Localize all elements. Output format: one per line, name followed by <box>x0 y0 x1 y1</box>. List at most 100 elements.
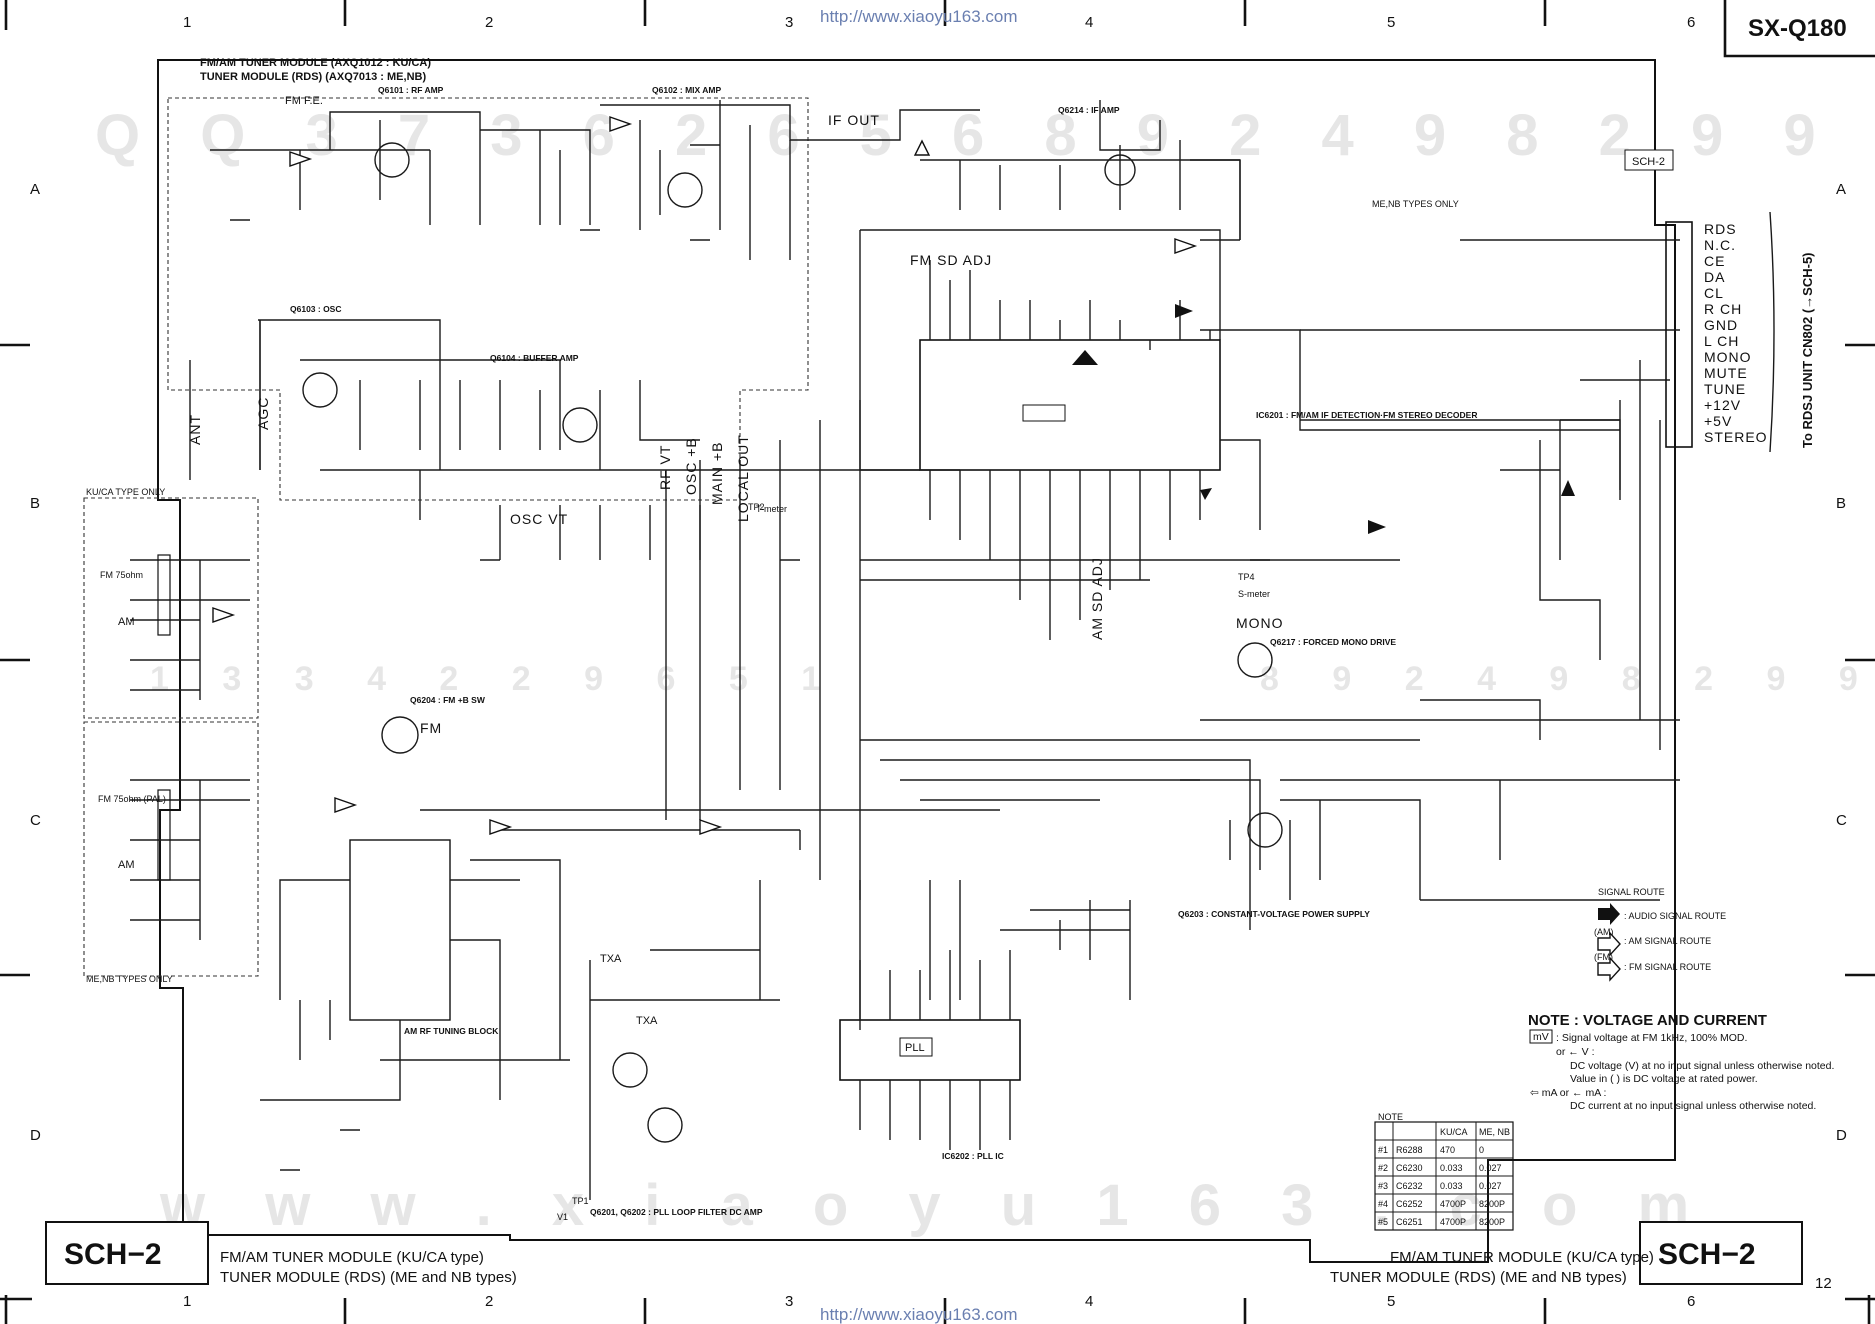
footer-sch-box-left <box>45 1221 209 1285</box>
footer-sch-box-right <box>1639 1221 1803 1285</box>
am-input-bottom: AM <box>118 859 135 871</box>
antenna-terminal-2 <box>157 789 171 881</box>
note-voltage-line1: : Signal voltage at FM 1kHz, 100% MOD. <box>1556 1032 1747 1044</box>
note-row3-id: #3 <box>1378 1181 1388 1191</box>
note-voltage-line5: ⇦ mA or ← mA : <box>1530 1087 1606 1099</box>
note-row4-id: #4 <box>1378 1199 1388 1209</box>
label-q6102: Q6102 : MIX AMP <box>652 85 721 95</box>
source-url-top[interactable]: http://www.xiaoyu163.com <box>820 7 1017 26</box>
fm-75ohm: FM 75ohm <box>100 570 143 580</box>
note-table: NOTE KU/CA ME, NB #1 R6288 470 0 #2 C623… <box>1374 1112 1514 1231</box>
fm-switch-label: FM <box>420 720 442 736</box>
col-3-top: 3 <box>785 14 793 31</box>
label-q6104: Q6104 : BUFFER AMP <box>490 353 579 363</box>
route-arrows <box>212 116 1575 835</box>
row-d-right: D <box>1836 1127 1847 1144</box>
label-q6217: Q6217 : FORCED MONO DRIVE <box>1270 637 1396 647</box>
label-q6204: Q6204 : FM +B SW <box>410 695 486 705</box>
row-a-right: A <box>1836 181 1846 198</box>
label-ic6202: IC6202 : PLL IC <box>942 1151 1004 1161</box>
svg-text:8 9 2 4 9 8 2 9 9: 8 9 2 4 9 8 2 9 9 <box>1260 660 1875 698</box>
bus-ant: ANT <box>187 414 203 445</box>
note-row2-part: C6230 <box>1396 1163 1423 1173</box>
tp2-label: TP2 <box>748 502 765 512</box>
module-title-line2: TUNER MODULE (RDS) (AXQ7013 : ME,NB) <box>200 71 426 83</box>
txa-label-top: TXA <box>600 953 622 965</box>
transistor-symbols <box>302 142 1283 1143</box>
col-5-bottom: 5 <box>1387 1293 1395 1310</box>
fm-route-arrow <box>1597 956 1621 982</box>
mv-tag: mV <box>1533 1031 1549 1043</box>
note-voltage-line2: or ← V : <box>1556 1046 1595 1058</box>
note-voltage-line3: DC voltage (V) at no input signal unless… <box>1570 1060 1834 1072</box>
model-tab <box>1723 0 1875 58</box>
footer-left-line2: TUNER MODULE (RDS) (ME and NB types) <box>220 1269 517 1286</box>
bus-osc-vt: OSC VT <box>510 511 568 527</box>
note-head-kuca: KU/CA <box>1440 1127 1468 1137</box>
fm-route-tag: (FM) <box>1594 952 1613 962</box>
row-c-left: C <box>30 812 41 829</box>
pin-mute: MUTE <box>1704 365 1748 381</box>
am-route-arrow <box>1597 931 1621 957</box>
label-q6103: Q6103 : OSC <box>290 304 342 314</box>
label-q6101: Q6101 : RF AMP <box>378 85 444 95</box>
pin-stereo: STEREO <box>1704 429 1768 445</box>
note-voltage-line6: DC current at no input signal unless oth… <box>1570 1100 1816 1112</box>
pll-chip-label: PLL <box>905 1042 925 1054</box>
antenna-terminal-1 <box>157 554 171 636</box>
row-a-left: A <box>30 181 40 198</box>
tp1-label: TP1 <box>572 1196 589 1206</box>
footer-sch-label-right: SCH−2 <box>1658 1238 1756 1271</box>
footer-left-line1: FM/AM TUNER MODULE (KU/CA type) <box>220 1249 484 1266</box>
note-row4-kuca: 4700P <box>1440 1199 1466 1209</box>
txa-label-bottom: TXA <box>636 1015 658 1027</box>
mv-tag-box <box>1529 1029 1553 1044</box>
col-6-top: 6 <box>1687 14 1695 31</box>
col-4-top: 4 <box>1085 14 1093 31</box>
footer-right-line2: TUNER MODULE (RDS) (ME and NB types) <box>1330 1269 1627 1286</box>
bus-if-out: IF OUT <box>828 112 880 128</box>
footer-right-line1: FM/AM TUNER MODULE (KU/CA type) <box>1390 1249 1654 1266</box>
background-watermark: Q Q 3 7 3 6 2 6 5 6 8 9 2 4 9 8 2 9 9 1 … <box>95 103 1875 1238</box>
note-row3-menb: 0.027 <box>1479 1181 1502 1191</box>
svg-text:w w w . x i a o y u 1 6 3 . c: w w w . x i a o y u 1 6 3 . c o m <box>159 1173 1711 1238</box>
am-sd-adj: AM SD ADJ <box>1089 557 1105 640</box>
model-number: SX-Q180 <box>1748 15 1847 42</box>
tp4-label: TP4 <box>1238 572 1255 582</box>
note-row2-menb: 0.027 <box>1479 1163 1502 1173</box>
grid-references: 1 2 3 4 5 6 1 2 3 4 5 6 A B C D A B C D <box>30 14 1847 1310</box>
pin-tune: TUNE <box>1704 381 1746 397</box>
note-row4-part: C6252 <box>1396 1199 1423 1209</box>
module-outline <box>157 59 1676 1263</box>
col-5-top: 5 <box>1387 14 1395 31</box>
col-1-top: 1 <box>183 14 191 31</box>
block-labels: Q6101 : RF AMP Q6102 : MIX AMP Q6214 : I… <box>290 85 1478 1217</box>
row-b-left: B <box>30 495 40 512</box>
connector-destination: To RDSJ UNIT CN802 (→SCH-5) <box>1800 252 1815 448</box>
note-row2-kuca: 0.033 <box>1440 1163 1463 1173</box>
am-route-text: : AM SIGNAL ROUTE <box>1624 936 1711 946</box>
module-title-line1: FM/AM TUNER MODULE (AXQ1012 : KU/CA) <box>200 57 431 69</box>
col-2-top: 2 <box>485 14 493 31</box>
pin-ce: CE <box>1704 253 1725 269</box>
row-c-right: C <box>1836 812 1847 829</box>
note-row4-menb: 8200P <box>1479 1199 1505 1209</box>
row-d-left: D <box>30 1127 41 1144</box>
fm-sd-adj: FM SD ADJ <box>910 252 992 268</box>
misc-labels: FM SD ADJ AM SD ADJ MONO FM KU/CA TYPE O… <box>86 199 1459 1222</box>
ku-ca-only: KU/CA TYPE ONLY <box>86 487 165 497</box>
bus-agc: AGC <box>255 397 271 430</box>
bus-labels: ANT AGC RF VT OSC +B MAIN +B LOCAL OUT O… <box>187 112 880 527</box>
signal-route-title: SIGNAL ROUTE <box>1598 887 1665 897</box>
me-nb-antenna-box <box>83 721 259 977</box>
ic-bodies: PLL <box>899 404 1066 1057</box>
pin-nc: N.C. <box>1704 237 1736 253</box>
sch-ref-text: SCH-2 <box>1632 156 1665 168</box>
bus-rf-vt: RF VT <box>657 445 673 490</box>
note-row3-part: C6232 <box>1396 1181 1423 1191</box>
sch-ref-box <box>1624 149 1674 171</box>
source-url-bottom[interactable]: http://www.xiaoyu163.com <box>820 1305 1017 1324</box>
bus-local-out: LOCAL OUT <box>735 434 751 522</box>
